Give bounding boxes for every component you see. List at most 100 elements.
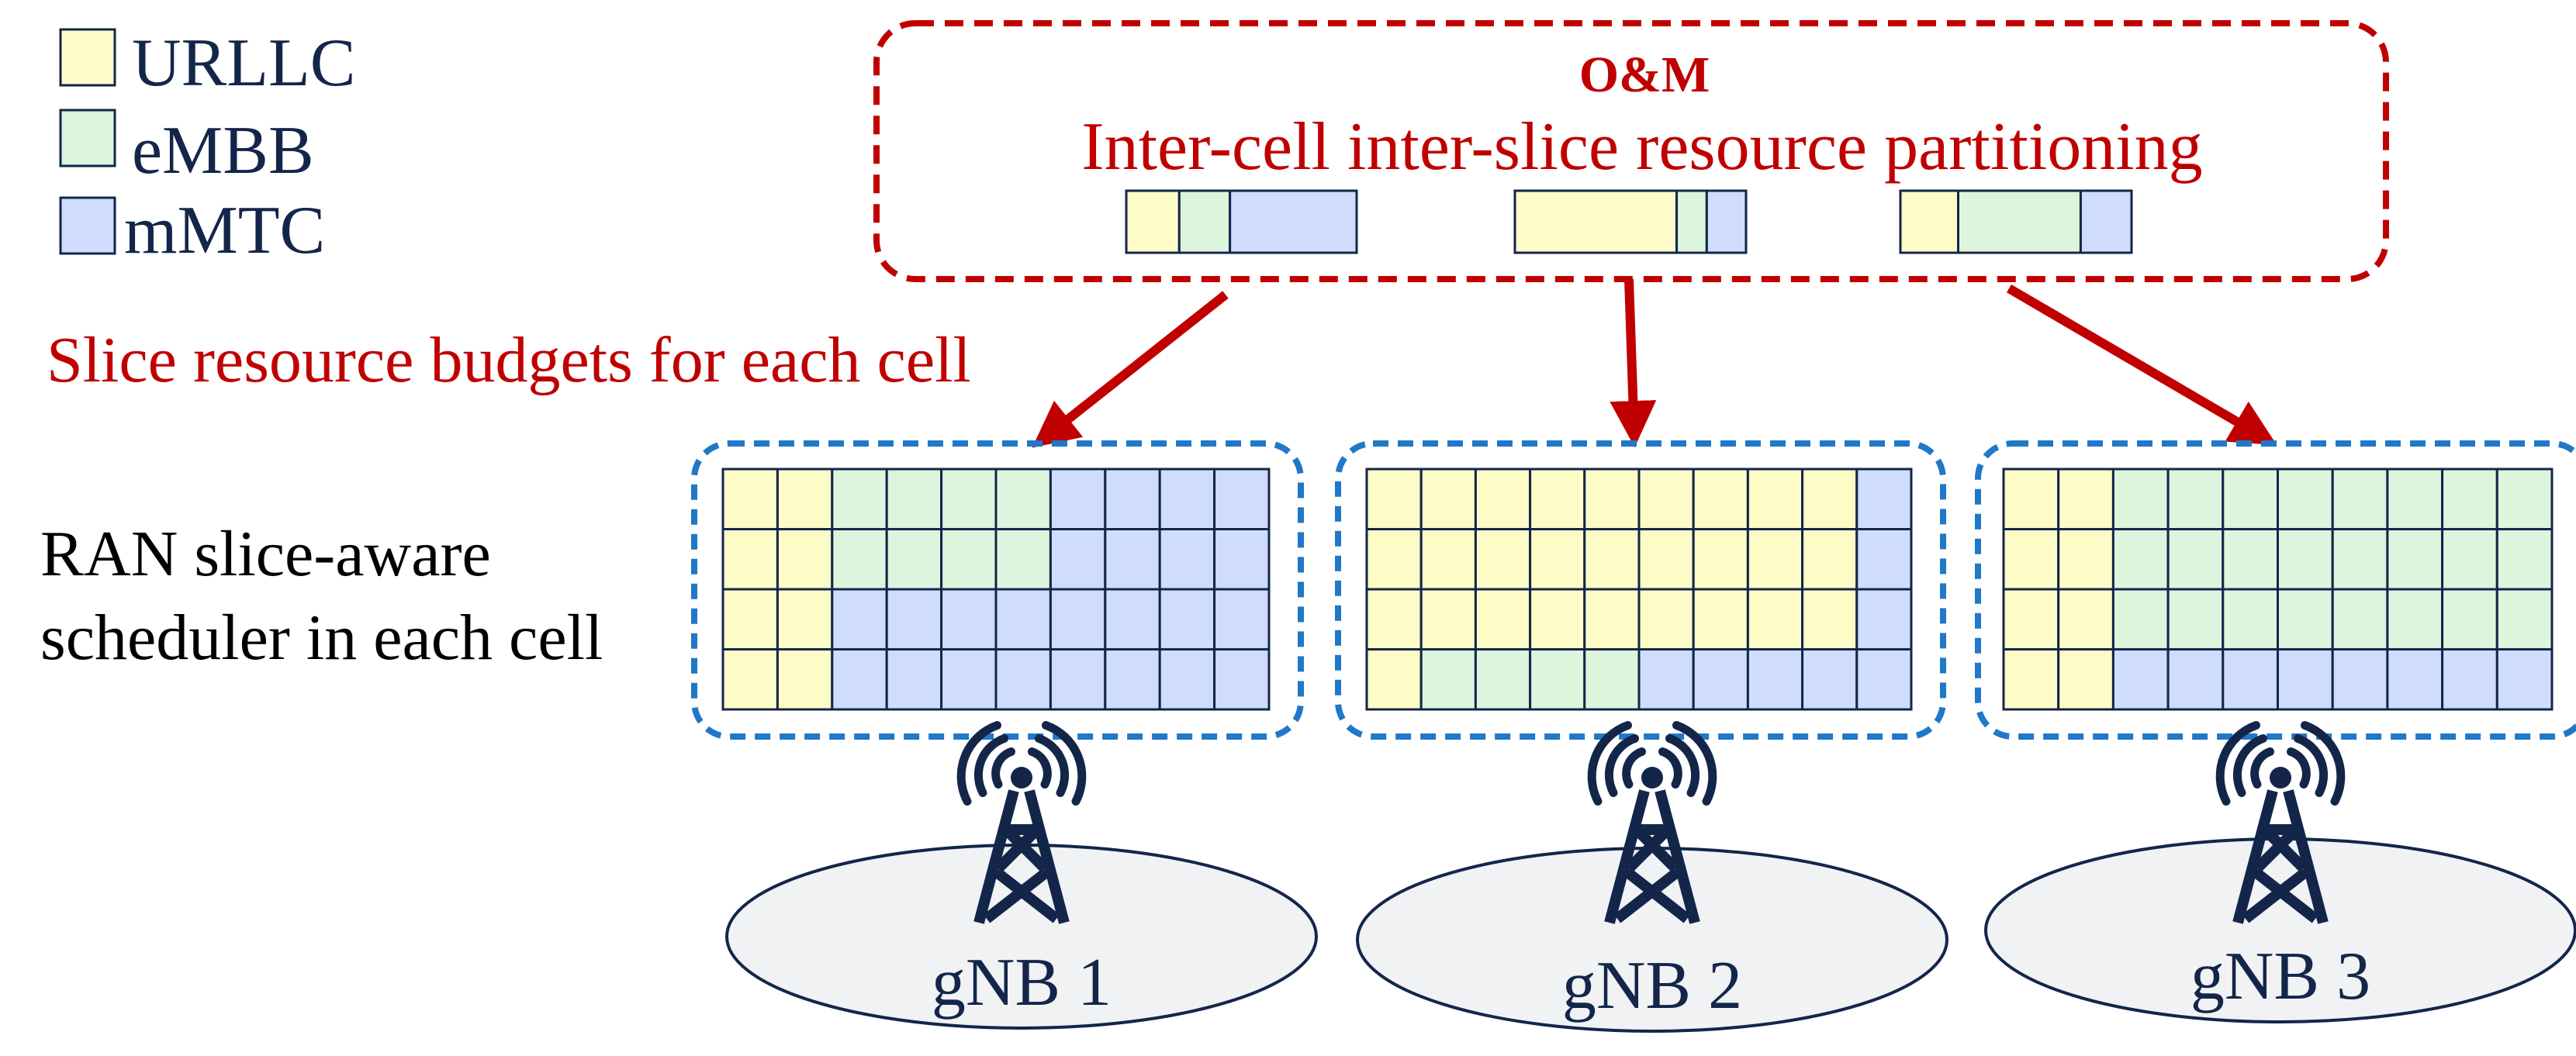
- resource-block: [1049, 588, 1107, 651]
- resource-block: [2495, 648, 2554, 711]
- legend-swatch-mmtc: [59, 196, 116, 255]
- resource-block: [1746, 528, 1804, 591]
- resource-block: [1692, 588, 1749, 651]
- resource-block: [2386, 468, 2444, 530]
- resource-block: [2002, 588, 2060, 651]
- resource-block: [1801, 528, 1859, 591]
- resource-block: [1049, 528, 1107, 591]
- resource-block: [2495, 468, 2554, 530]
- resource-block: [2277, 528, 2334, 591]
- budget-arrows: [1032, 278, 2277, 448]
- resource-block: [1158, 648, 1216, 711]
- arrow-to-gnb3: [2006, 284, 2277, 446]
- resource-block: [1104, 528, 1161, 591]
- resource-block: [885, 648, 943, 711]
- resource-block: [1529, 648, 1586, 711]
- resource-block: [1801, 648, 1859, 711]
- resource-block: [1049, 468, 1107, 530]
- resource-block: [2386, 588, 2444, 651]
- legend-swatch-urllc: [59, 28, 116, 87]
- resource-block: [1419, 528, 1477, 591]
- arrow-to-gnb1: [1032, 291, 1229, 448]
- resource-block: [1474, 528, 1532, 591]
- resource-block: [1365, 648, 1423, 711]
- scheduler-label-line2: scheduler in each cell: [40, 602, 603, 674]
- resource-block: [1419, 468, 1477, 530]
- legend: URLLC eMBB mMTC: [59, 26, 355, 268]
- resource-block: [1637, 648, 1695, 711]
- resource-block: [1474, 588, 1532, 651]
- resource-block: [721, 648, 779, 711]
- resource-block: [1692, 648, 1749, 711]
- resource-block: [776, 468, 834, 530]
- resource-block: [1855, 588, 1913, 651]
- resource-block: [1049, 648, 1107, 711]
- resource-block: [721, 528, 779, 591]
- resource-block: [1213, 648, 1271, 711]
- resource-block: [1158, 588, 1216, 651]
- resource-block: [2057, 528, 2114, 591]
- resource-block: [1801, 588, 1859, 651]
- resource-block: [2222, 528, 2280, 591]
- resource-block: [2441, 528, 2498, 591]
- resource-block: [2111, 648, 2170, 711]
- resource-block: [2111, 588, 2170, 651]
- resource-block: [776, 528, 834, 591]
- resource-block: [1419, 648, 1477, 711]
- budget-bars: [1125, 189, 2133, 254]
- resource-block: [2057, 468, 2114, 530]
- resource-block: [885, 468, 943, 530]
- legend-label-embb: eMBB: [132, 113, 314, 188]
- resource-block: [1637, 588, 1695, 651]
- resource-block: [1583, 588, 1641, 651]
- cell-gnb-3: gNB 3: [1975, 440, 2576, 1023]
- resource-block: [2331, 648, 2389, 711]
- budget-bar-2-embb: [1675, 189, 1708, 254]
- resource-block: [1692, 468, 1749, 530]
- resource-block: [2441, 468, 2498, 530]
- resource-block: [2331, 528, 2389, 591]
- tower-icon: [956, 721, 1087, 924]
- resource-block: [1583, 528, 1641, 591]
- scheduler-frame: [1335, 440, 1946, 740]
- budget-bar-1-urllc: [1125, 189, 1181, 254]
- resource-block: [1104, 588, 1161, 651]
- om-box: O&M Inter-cell inter-slice resource part…: [873, 20, 2389, 282]
- resource-block: [2331, 468, 2389, 530]
- arrow-to-gnb2: [1610, 278, 1657, 447]
- cell-name: gNB 3: [2190, 939, 2370, 1014]
- resource-block: [2277, 468, 2334, 530]
- resource-block: [1365, 528, 1423, 591]
- scheduler-frame: [1975, 440, 2576, 740]
- resource-block: [1474, 468, 1532, 530]
- resource-block: [1474, 648, 1532, 711]
- resource-block: [1529, 468, 1586, 530]
- budget-bar-1-embb: [1177, 189, 1232, 254]
- resource-block: [994, 648, 1052, 711]
- resource-block: [721, 468, 779, 530]
- cell-gnb-2: gNB 2: [1335, 440, 1948, 1033]
- resource-block: [2441, 648, 2498, 711]
- resource-block: [2111, 468, 2170, 530]
- om-title: O&M: [1579, 47, 1710, 103]
- resource-block: [940, 468, 998, 530]
- budgets-label: Slice resource budgets for each cell: [47, 324, 971, 396]
- resource-block: [1158, 468, 1216, 530]
- resource-block: [1213, 468, 1271, 530]
- resource-block: [2166, 648, 2225, 711]
- budget-bar-3-mmtc: [2079, 189, 2133, 254]
- resource-block: [1692, 528, 1749, 591]
- scheduler-label-line1: RAN slice-aware: [40, 518, 491, 590]
- scheduler-frame: [691, 440, 1304, 740]
- resource-block: [1365, 588, 1423, 651]
- resource-block: [940, 588, 998, 651]
- resource-block: [1637, 528, 1695, 591]
- resource-block: [2222, 468, 2280, 530]
- resource-block: [1365, 468, 1423, 530]
- tower-icon: [1587, 721, 1717, 924]
- resource-block: [2002, 648, 2060, 711]
- resource-block: [1158, 528, 1216, 591]
- om-subtitle: Inter-cell inter-slice resource partitio…: [1081, 109, 2202, 185]
